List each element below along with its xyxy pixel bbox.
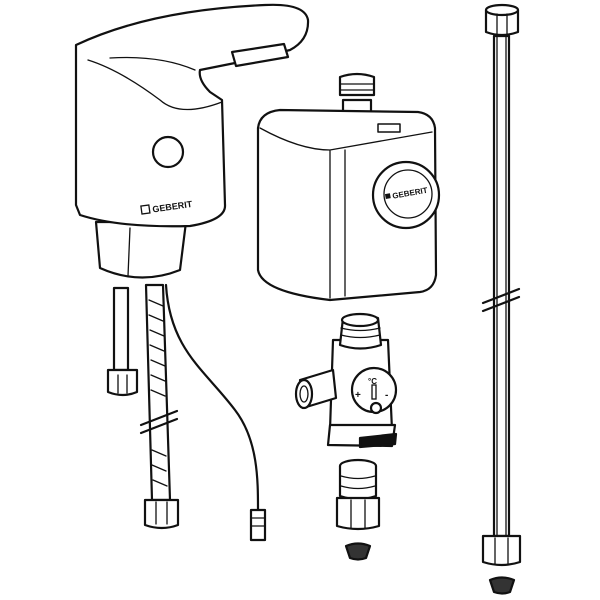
thermostatic-valve: °C + - xyxy=(294,312,398,449)
control-box: GEBERIT xyxy=(256,72,441,302)
faucet-body xyxy=(74,3,310,228)
hose-nut-left xyxy=(143,498,180,530)
faucet-base xyxy=(94,220,188,279)
faucet: GEBERIT xyxy=(74,3,310,279)
thermostat-minus-label: - xyxy=(385,390,388,401)
thermostat-plus-label: + xyxy=(355,390,361,401)
small-tube xyxy=(106,286,139,397)
braided-hose-left xyxy=(139,283,180,530)
sensor-window xyxy=(151,135,185,169)
spout-aerator xyxy=(230,42,290,68)
braided-hose-right xyxy=(481,3,522,567)
adapter-fitting xyxy=(335,458,381,531)
sensor-cable xyxy=(164,283,267,542)
filter-small-center xyxy=(344,542,372,561)
filter-small-right xyxy=(488,576,516,595)
thermostat-unit-label: °C xyxy=(368,377,377,386)
